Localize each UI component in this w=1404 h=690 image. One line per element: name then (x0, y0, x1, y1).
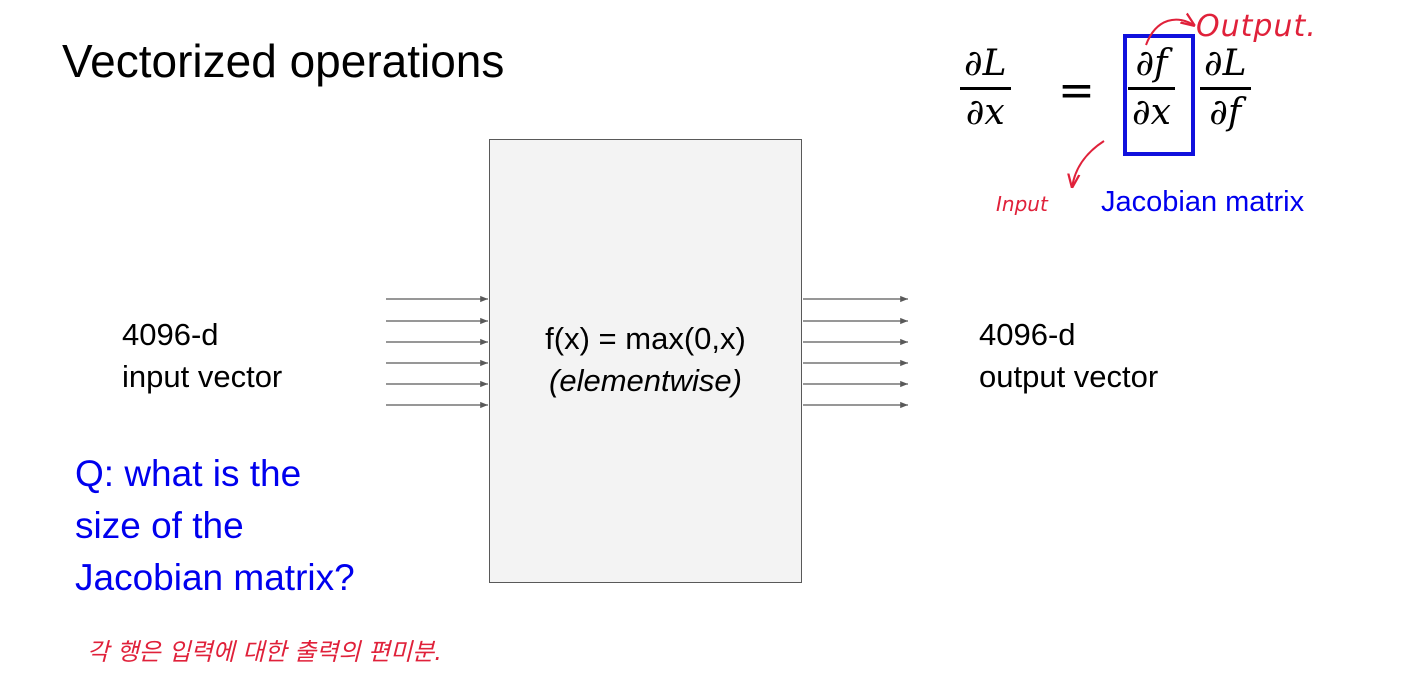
input-vector-dimension: 4096-d (122, 317, 219, 352)
function-label: f(x) = max(0,x) (elementwise) (489, 318, 802, 402)
fraction-bar (1128, 87, 1175, 90)
df-dx-denominator: ∂x (1132, 92, 1171, 133)
input-pointer-arrow (1072, 140, 1105, 188)
fraction-bar (1200, 87, 1251, 90)
handwritten-korean-note: 각 행은 입력에 대한 출력의 편미분. (87, 638, 442, 666)
slide-title: Vectorized operations (62, 35, 505, 87)
question-text: Q: what is the size of the Jacobian matr… (75, 448, 355, 604)
output-arrows (803, 295, 908, 409)
dl-df-numerator: ∂L (1204, 43, 1247, 84)
df-dx-numerator: ∂f (1135, 43, 1168, 84)
function-box (489, 139, 802, 583)
jacobian-highlight-box (1123, 34, 1195, 156)
fraction-bar (960, 87, 1011, 90)
dl-dx-fraction: ∂L ∂x (960, 44, 1011, 133)
input-vector-label: 4096-d input vector (122, 314, 282, 398)
dl-dx-numerator: ∂L (964, 43, 1007, 84)
equals-sign: = (1058, 65, 1095, 116)
output-vector-label: 4096-d output vector (979, 314, 1158, 398)
output-vector-name: output vector (979, 359, 1159, 394)
question-line-1: Q: what is the (75, 453, 302, 494)
handwritten-input-note: Input (996, 192, 1048, 216)
df-dx-fraction: ∂f ∂x (1128, 44, 1175, 133)
output-pointer-arrow (1145, 20, 1195, 46)
output-vector-dimension: 4096-d (979, 317, 1076, 352)
handwritten-output-note: Output. (1196, 9, 1317, 44)
jacobian-matrix-label: Jacobian matrix (1101, 186, 1305, 218)
question-line-2: size of the (75, 505, 244, 546)
dl-df-fraction: ∂L ∂f (1200, 44, 1251, 133)
question-line-3: Jacobian matrix? (75, 557, 355, 598)
dl-df-denominator: ∂f (1209, 92, 1242, 133)
dl-dx-denominator: ∂x (965, 92, 1005, 133)
input-arrows (386, 295, 488, 409)
function-expression: f(x) = max(0,x) (545, 321, 746, 356)
input-vector-name: input vector (122, 359, 283, 394)
function-note: (elementwise) (549, 363, 742, 398)
